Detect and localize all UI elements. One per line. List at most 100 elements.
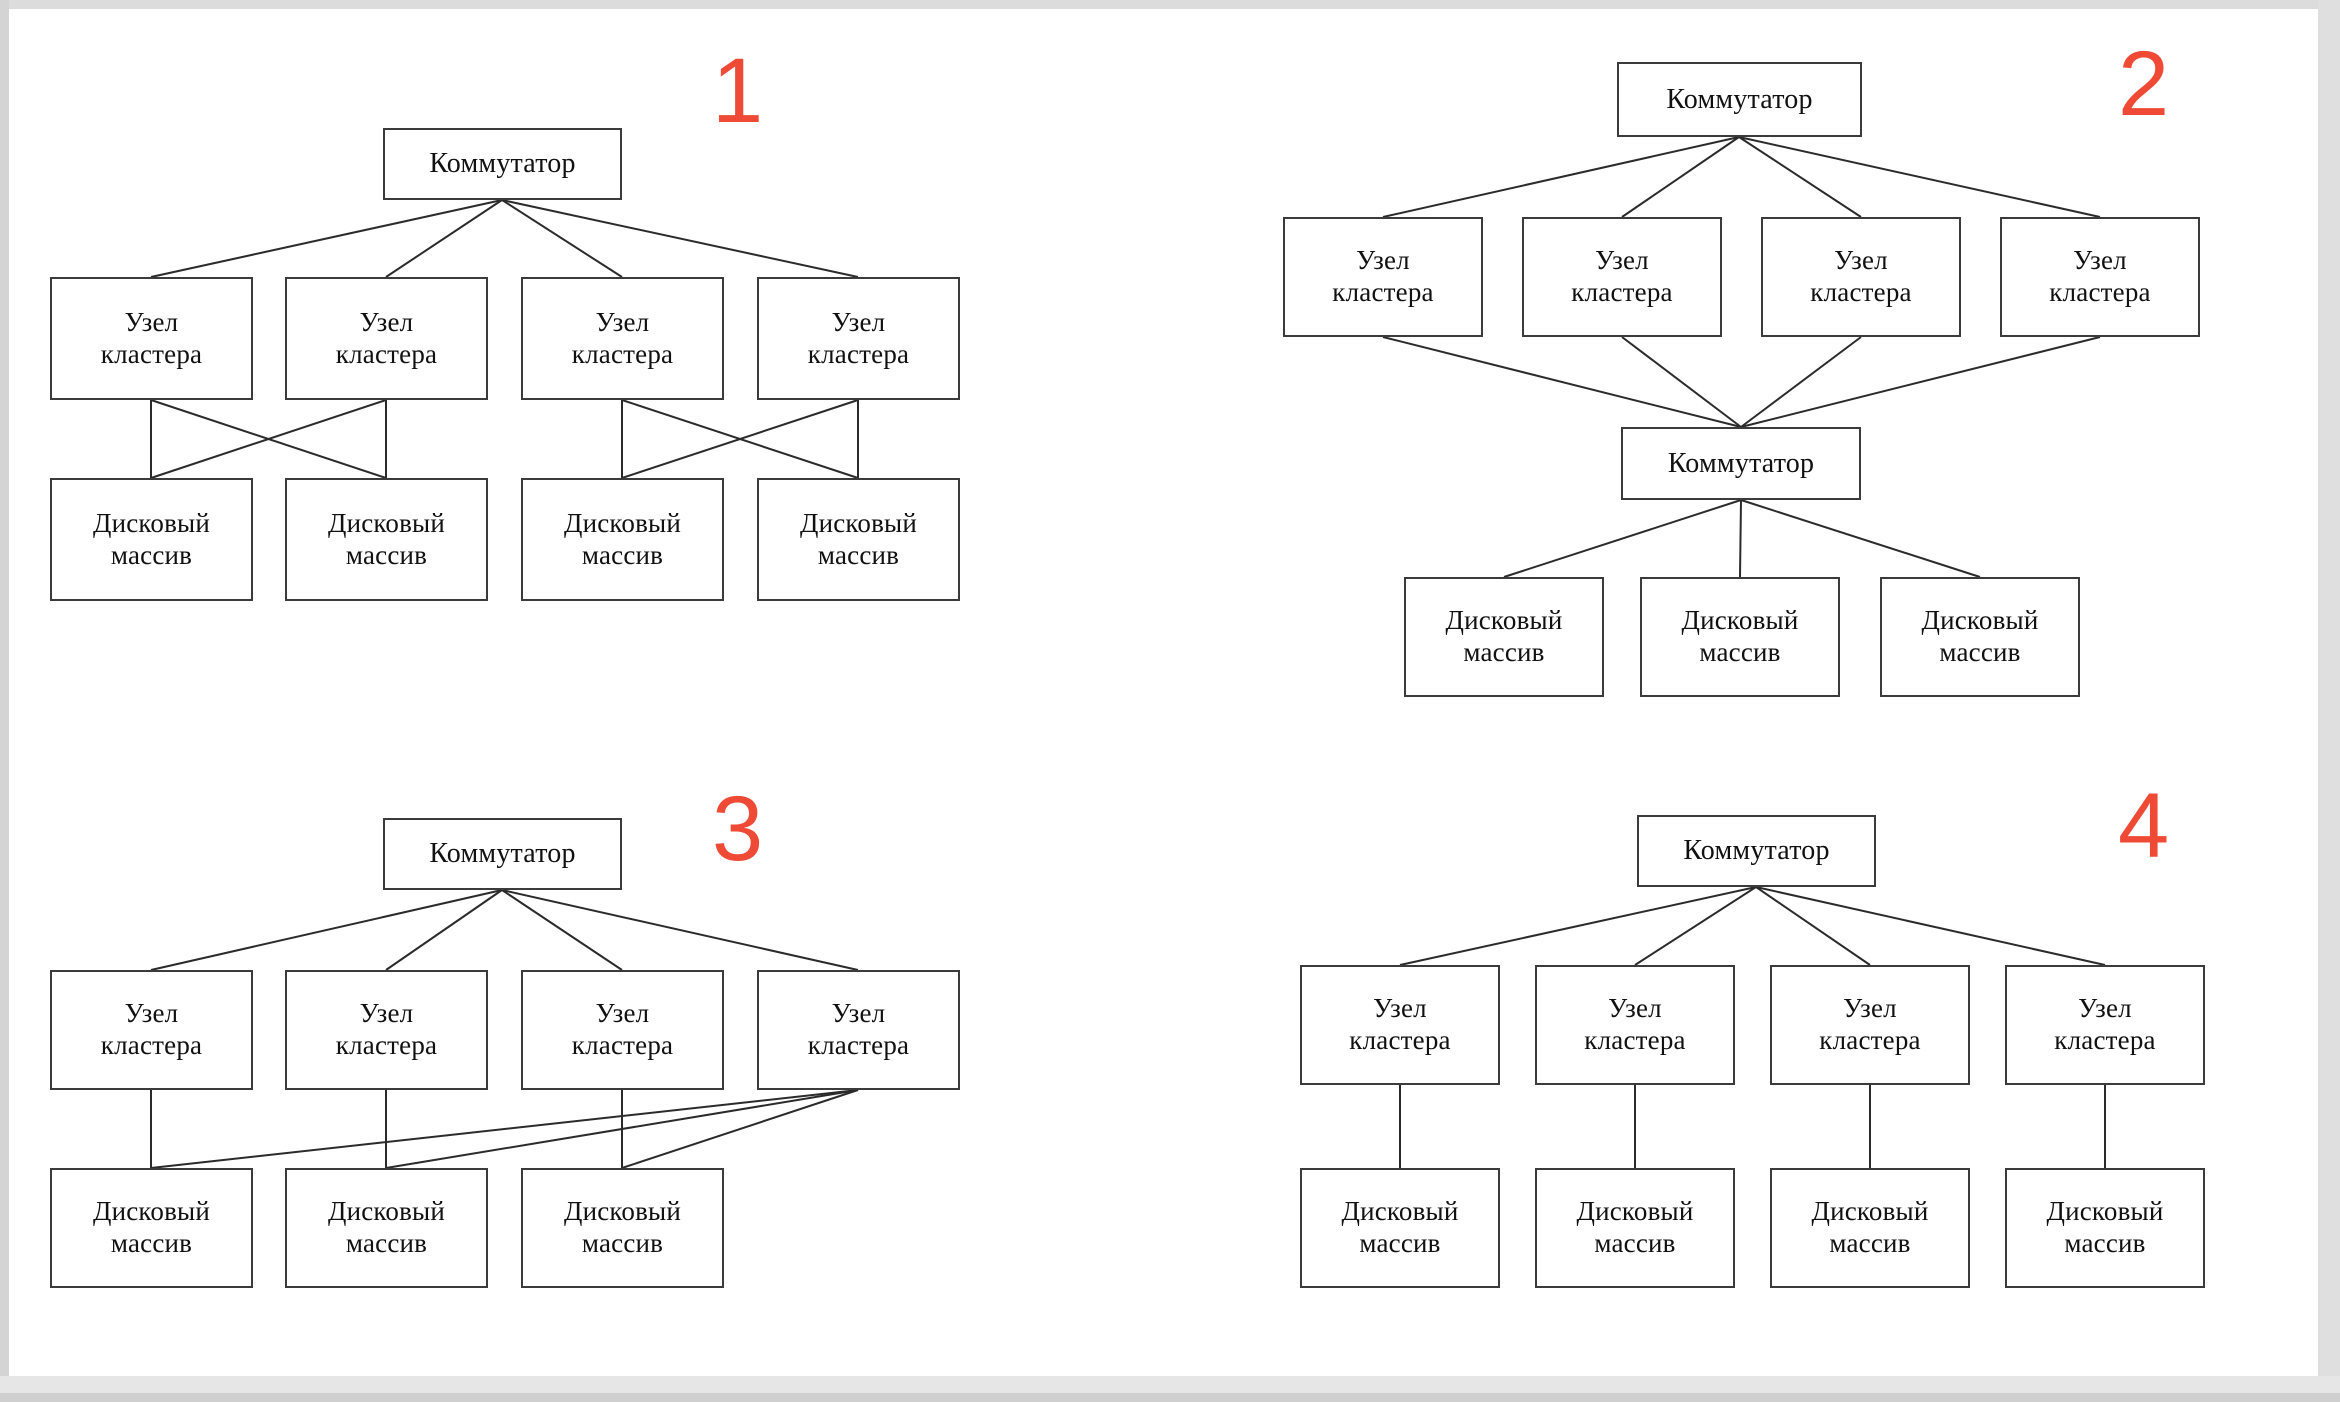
panel-number-1: 1 bbox=[712, 40, 764, 142]
connection-line bbox=[501, 199, 623, 278]
panel-number-3: 3 bbox=[712, 778, 764, 880]
connection-line bbox=[150, 1089, 859, 1169]
connection-line bbox=[1740, 499, 1981, 578]
connection-line bbox=[1621, 136, 1740, 218]
connection-line bbox=[1755, 886, 1871, 966]
switch-box-top-label: Коммутатор bbox=[1666, 83, 1813, 115]
panel-number-4: 4 bbox=[2118, 775, 2170, 877]
connection-line bbox=[1382, 136, 1740, 218]
connection-line bbox=[501, 889, 859, 971]
connection-line bbox=[1755, 886, 2106, 966]
switch-box[interactable]: Коммутатор bbox=[383, 128, 622, 200]
panel-number-2: 2 bbox=[2118, 33, 2170, 135]
switch-box-label: Коммутатор bbox=[429, 148, 576, 180]
connection-line bbox=[150, 199, 503, 278]
connection-line bbox=[1382, 336, 1742, 428]
connection-line bbox=[1738, 136, 2101, 218]
connection-line bbox=[621, 399, 859, 479]
switch-box-top[interactable]: Коммутатор bbox=[1617, 62, 1862, 137]
connection-line bbox=[621, 399, 859, 479]
switch-box-bottom-label: Коммутатор bbox=[1667, 447, 1815, 479]
connection-line bbox=[1739, 499, 1742, 578]
connection-line bbox=[1740, 336, 2101, 428]
connection-line bbox=[1738, 136, 1862, 218]
connection-line bbox=[501, 889, 623, 971]
connection-line bbox=[150, 399, 387, 479]
switch-box-label: Коммутатор bbox=[429, 838, 576, 870]
connection-line bbox=[1621, 336, 1742, 428]
switch-box-bottom[interactable]: Коммутатор bbox=[1621, 427, 1861, 500]
switch-box[interactable]: Коммутатор bbox=[383, 818, 622, 890]
connection-line bbox=[150, 399, 387, 479]
connection-line bbox=[385, 1089, 859, 1169]
connection-line bbox=[621, 1089, 859, 1169]
connection-line bbox=[1503, 499, 1742, 578]
connection-line bbox=[385, 889, 503, 971]
connection-line bbox=[1399, 886, 1757, 966]
connection-line bbox=[501, 199, 859, 278]
switch-box-label: Коммутатор bbox=[1683, 835, 1830, 867]
switch-box[interactable]: Коммутатор bbox=[1637, 815, 1876, 887]
connection-line bbox=[150, 889, 503, 971]
connection-line bbox=[1740, 336, 1862, 428]
